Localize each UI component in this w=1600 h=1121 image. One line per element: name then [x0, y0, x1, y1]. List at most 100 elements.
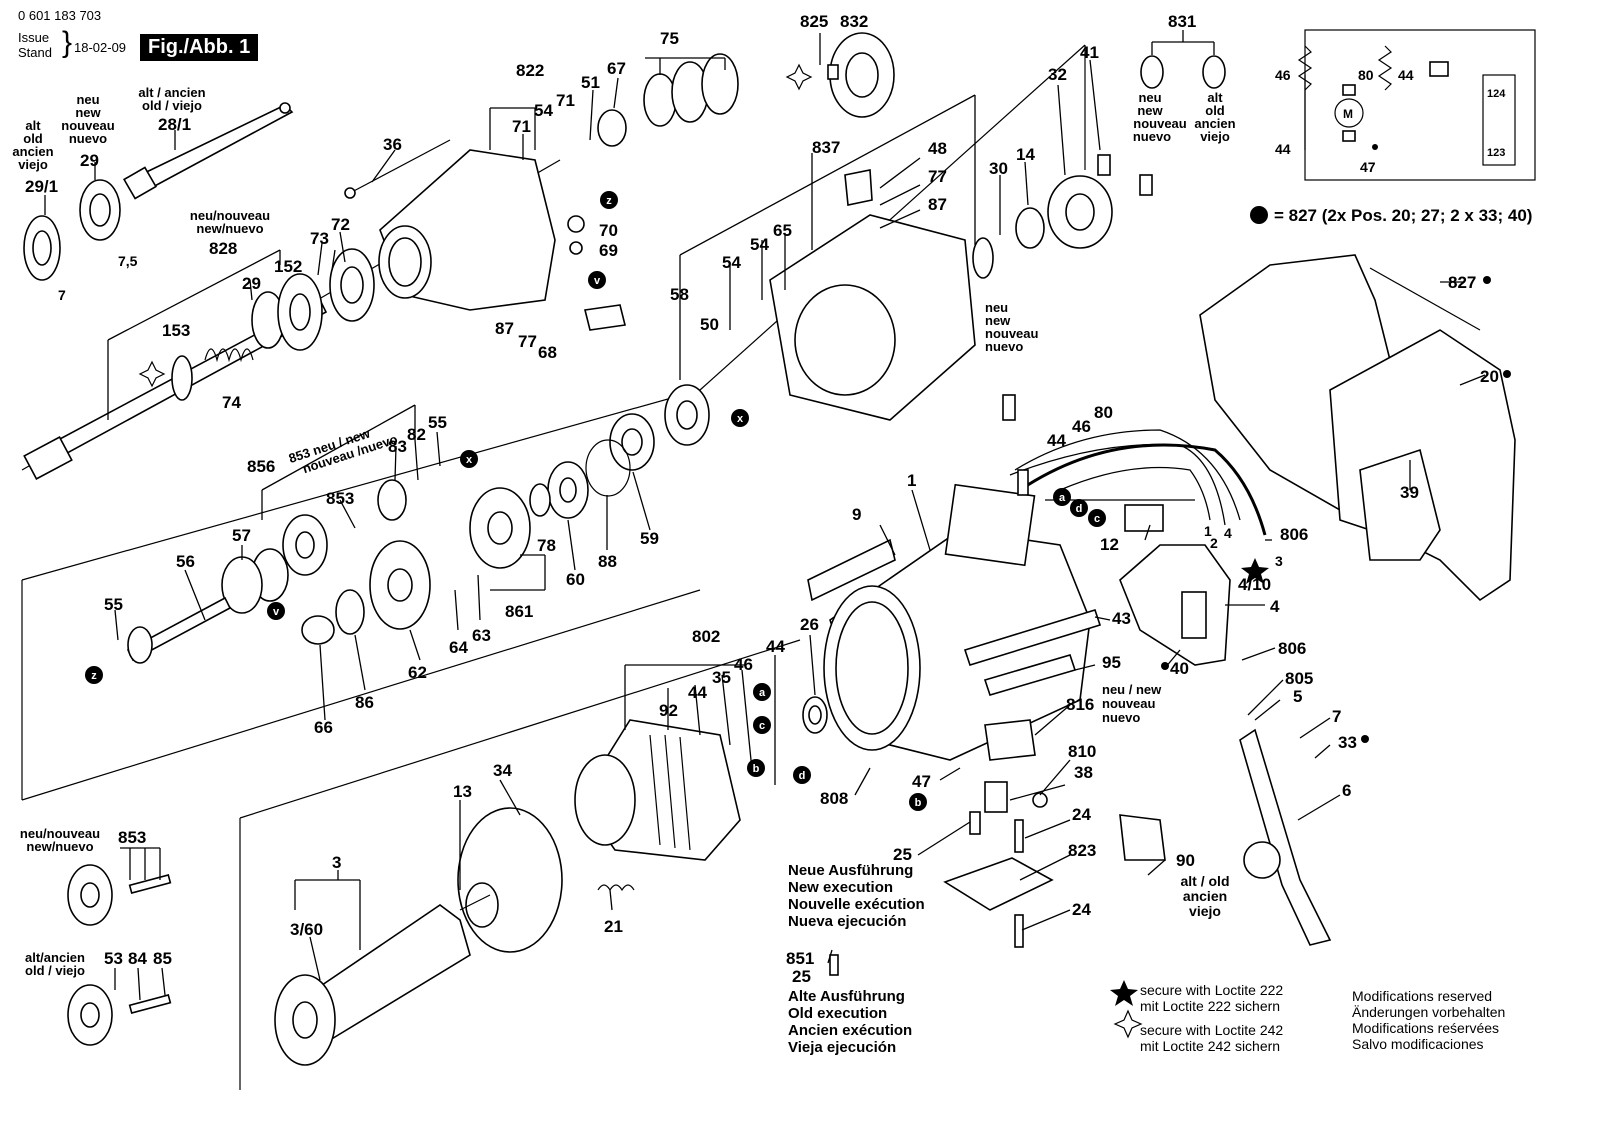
- fan-baffle-34: [457, 807, 563, 953]
- part-label: 853: [326, 489, 354, 508]
- part-label: 67: [607, 59, 626, 78]
- loctite-242-note: secure with Loctite 242 mit Loctite 242 …: [1140, 1022, 1283, 1054]
- tag-z: z: [600, 191, 618, 209]
- part-label: 1: [907, 471, 916, 490]
- part-label: 62: [408, 663, 427, 682]
- alt-90: alt / old ancien viejo: [1181, 873, 1230, 919]
- tag-v: v: [267, 602, 285, 620]
- part-label: 44: [766, 637, 785, 656]
- spring-21: [597, 884, 635, 892]
- wire-terminal-label: 1: [1204, 523, 1212, 539]
- svg-text:viejo: viejo: [1200, 129, 1230, 144]
- part-label: 48: [928, 139, 947, 158]
- modifications-de: Änderungen vorbehalten: [1352, 1004, 1506, 1020]
- svg-text:nuevo: nuevo: [1133, 129, 1171, 144]
- stator-802: [574, 719, 741, 861]
- old-execution-de: Alte Ausführung: [788, 988, 905, 1005]
- schematic-label: 44: [1398, 67, 1414, 83]
- issue-label: Issue Stand: [18, 30, 52, 60]
- part-label: 816: [1066, 695, 1094, 714]
- part-label: 65: [773, 221, 792, 240]
- cover-823: [943, 857, 1054, 911]
- loctite-222-icon: [1110, 980, 1138, 1006]
- svg-text:new: new: [1137, 103, 1163, 118]
- seal-29-1: [23, 215, 61, 281]
- part-label: 77: [928, 167, 947, 186]
- neu-new-left: neu new nouveau nuevo: [61, 92, 115, 146]
- part-label: 55: [104, 595, 123, 614]
- part-label: 78: [537, 536, 556, 555]
- loctite-222-note: secure with Loctite 222 mit Loctite 222 …: [1140, 982, 1283, 1014]
- part-label: 86: [355, 693, 374, 712]
- part-label: 40: [1170, 659, 1189, 678]
- spring-74: [204, 348, 254, 363]
- loctite-242-icon: [785, 63, 813, 91]
- alt-old-left: alt old ancien viejo: [12, 118, 53, 172]
- part-label: 84: [128, 949, 147, 968]
- part-label: 13: [453, 782, 472, 801]
- part-label: 806: [1278, 639, 1306, 658]
- part-label: 59: [640, 529, 659, 548]
- part-label: 90: [1176, 851, 1195, 870]
- part-label: 38: [1074, 763, 1093, 782]
- svg-text:viejo: viejo: [1189, 903, 1221, 919]
- svg-text:new: new: [985, 313, 1011, 328]
- svg-text:x: x: [737, 413, 744, 425]
- tag-x: x: [731, 409, 749, 427]
- svg-text:nouveau: nouveau: [61, 118, 115, 133]
- loctite-markers: [138, 63, 1269, 1039]
- gear-853-old: [67, 984, 172, 1046]
- svg-text:neu/nouveau: neu/nouveau: [190, 208, 270, 223]
- part-label: 25: [792, 967, 811, 986]
- spindle-153: [23, 298, 328, 480]
- part-label: 810: [1068, 742, 1096, 761]
- bearing-14-32: [972, 175, 1113, 279]
- part-label: 58: [670, 285, 689, 304]
- part-label: 828: [209, 239, 237, 258]
- part-label: 35: [712, 668, 731, 687]
- part-label: 4: [1270, 597, 1280, 616]
- modifications-en: Modifications reserved: [1352, 988, 1493, 1004]
- new-execution-fr: Nouvelle exécution: [788, 896, 925, 913]
- schematic-label: 80: [1358, 67, 1374, 83]
- tag-x: x: [460, 450, 478, 468]
- issue-label-de: Stand: [18, 45, 52, 60]
- svg-text:z: z: [606, 195, 612, 207]
- part-label: 64: [449, 638, 468, 657]
- new-execution-de: Neue Ausführung: [788, 862, 914, 879]
- neu-853-label: 853 neu / new nouveau /nuevo: [287, 425, 400, 476]
- part-label: 92: [659, 701, 678, 720]
- svg-text:old / viejo: old / viejo: [25, 963, 85, 978]
- set-legend-text: = 827 (2x Pos. 20; 27; 2 x 33; 40): [1274, 206, 1533, 225]
- modifications-note: Modifications reserved Änderungen vorbeh…: [1352, 988, 1505, 1052]
- svg-text:new/nuevo: new/nuevo: [26, 839, 93, 854]
- part-label: 29: [80, 151, 99, 170]
- lead-lines: [44, 30, 1486, 1001]
- part-label: 25: [893, 845, 912, 864]
- connection-tags: z v x x v z a d c a c b d b: [85, 191, 1106, 811]
- seal-29: [79, 179, 121, 241]
- svg-text:c: c: [1094, 513, 1100, 525]
- part-label: 60: [566, 570, 585, 589]
- part-label: 56: [176, 552, 195, 571]
- part-label: 57: [232, 526, 251, 545]
- dimension-label: 7,5: [118, 253, 138, 269]
- wire-terminal-label: 2: [1210, 535, 1218, 551]
- part-label: 75: [660, 29, 679, 48]
- svg-text:v: v: [273, 606, 280, 618]
- part-label: 68: [538, 343, 557, 362]
- part-label: 53: [104, 949, 123, 968]
- part-label: 72: [331, 215, 350, 234]
- neu-95: neu / new nouveau nuevo: [1102, 682, 1162, 725]
- part-label: 21: [604, 917, 623, 936]
- wire-terminal-label: 4: [1224, 525, 1232, 541]
- svg-text:d: d: [1076, 503, 1083, 515]
- part-label: 825: [800, 12, 828, 31]
- part-label: 69: [599, 241, 618, 260]
- svg-text:a: a: [1059, 492, 1066, 504]
- brace-glyph: }: [62, 26, 73, 59]
- alt-ancien-top: alt / ancien old / viejo: [138, 85, 205, 113]
- part-label: 20: [1480, 367, 1499, 386]
- armature-3: [274, 894, 491, 1066]
- part-label: 46: [734, 655, 753, 674]
